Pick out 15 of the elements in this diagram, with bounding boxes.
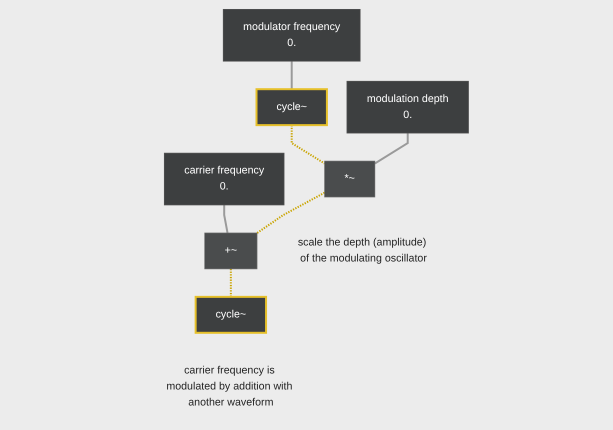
connector <box>256 192 326 234</box>
connector <box>290 125 326 164</box>
node-box: cycle~ <box>256 88 328 126</box>
node-box: *~ <box>324 160 376 198</box>
node-box: modulator frequency 0. <box>222 9 361 62</box>
connector <box>290 61 293 90</box>
node-label: scale the depth (amplitude) of the modulating oscillator <box>298 236 427 264</box>
node-label: carrier frequency is modulated by addition with another waveform <box>166 364 292 408</box>
node-box: cycle~ <box>194 296 268 334</box>
node-box: carrier frequency 0. <box>164 152 284 206</box>
node-box: +~ <box>204 232 258 270</box>
node-box: modulation depth 0. <box>346 80 469 134</box>
connector <box>374 133 409 164</box>
connector <box>230 268 232 297</box>
connector <box>223 205 229 234</box>
